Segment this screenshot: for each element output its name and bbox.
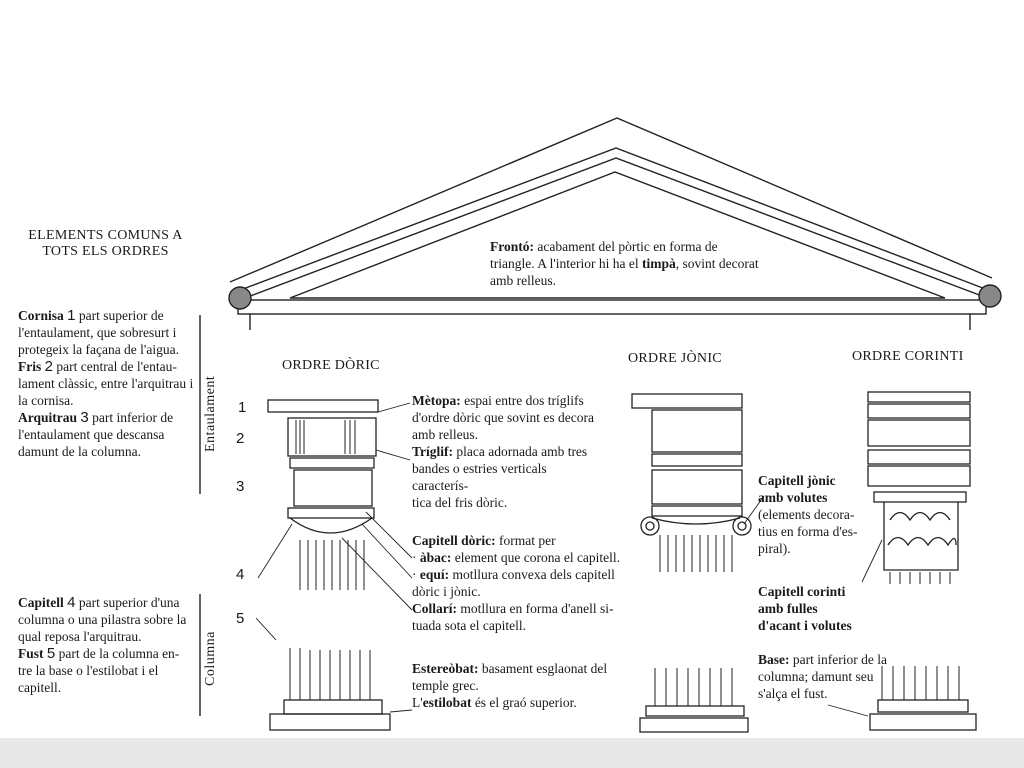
equi-line: motllura convexa dels capitell: [452, 567, 615, 582]
fust-line: tre la base o l'estilobat i el capitell.: [18, 663, 159, 695]
estereobat-line: basament esglaonat del: [481, 661, 608, 676]
base-line: columna; damunt seu: [758, 669, 874, 684]
triglif-line: bandes o estries verticals caracterís-: [412, 461, 547, 493]
capitell-ionic-line: tius en forma d'es-: [758, 524, 858, 539]
capitell-corinti-term: d'acant i volutes: [758, 618, 852, 633]
left-heading-line2: TOTS ELS ORDRES: [42, 244, 169, 259]
columna-label: Columna: [203, 631, 218, 686]
estilobat-line: és el graó superior.: [474, 695, 577, 710]
gargoyle-left: [228, 286, 252, 310]
estilobat-pre: L': [412, 695, 423, 710]
timpa-term: timpà: [642, 256, 676, 271]
title-ionic: ORDRE JÒNIC: [628, 351, 722, 366]
fronto-desc: Frontó: acabament del pòrtic en forma de…: [490, 238, 760, 289]
fris-num: 2: [44, 358, 53, 375]
fronto-line: acabament del pòrtic en forma de: [537, 239, 718, 254]
arquitrau-num: 3: [80, 409, 89, 426]
metopa-desc: Mètopa: espai entre dos tríglifs d'ordre…: [412, 392, 602, 511]
fronto-term: Frontó:: [490, 239, 534, 254]
estereobat-term: Estereòbat:: [412, 661, 479, 676]
cornisa-line: l'entaulament, que sobresurt i: [18, 325, 177, 340]
collari-term: Collarí:: [412, 601, 457, 616]
fronto-line: , sovint decorat: [675, 256, 759, 271]
metopa-line: espai entre dos tríglifs: [464, 393, 584, 408]
capitell-corinti-term: Capitell corinti: [758, 584, 846, 599]
fris-line: part central de l'entau-: [56, 359, 177, 374]
pediment-outer: [229, 117, 993, 283]
fris-line: la cornisa.: [18, 393, 74, 408]
capitell-term: Capitell: [18, 595, 64, 610]
fust-term: Fust: [18, 646, 44, 661]
bottom-shadow: [0, 738, 1024, 768]
metopa-term: Mètopa:: [412, 393, 461, 408]
part-number-5: 5: [236, 610, 245, 627]
fronto-line: triangle. A l'interior hi ha el: [490, 256, 643, 271]
equi-line: dòric i jònic.: [412, 584, 481, 599]
base-line: s'alça el fust.: [758, 686, 828, 701]
fronto-line: amb relleus.: [490, 273, 556, 288]
left-heading: ELEMENTS COMUNS A TOTS ELS ORDRES: [18, 228, 193, 260]
arquitrau-line: l'entaulament que descansa: [18, 427, 165, 442]
cornisa-line: protegeix la façana de l'aigua.: [18, 342, 179, 357]
estereobat-line: temple grec.: [412, 678, 479, 693]
cornisa-desc: Cornisa 1 part superior de l'entaulament…: [18, 307, 196, 460]
doric-order: [255, 399, 413, 731]
fris-line: lament clàssic, entre l'arquitrau i: [18, 376, 194, 391]
part-number-2: 2: [236, 430, 245, 447]
arquitrau-line: damunt de la columna.: [18, 444, 141, 459]
collari-line: motllura en forma d'anell si-: [460, 601, 614, 616]
capitell-doric-term: Capitell dòric:: [412, 533, 496, 548]
gargoyle-right: [978, 284, 1002, 308]
estilobat-term: estilobat: [422, 695, 472, 710]
capitell-ionic-term: Capitell jònic: [758, 473, 836, 488]
capitell-corinti-desc: Capitell corinti amb fulles d'acant i vo…: [758, 583, 878, 634]
abac-line: element que corona el capitell.: [454, 550, 621, 565]
abac-term: àbac:: [419, 550, 452, 565]
part-number-3: 3: [236, 478, 245, 495]
left-heading-line1: ELEMENTS COMUNS A: [28, 228, 183, 243]
triglif-line: tica del fris dòric.: [412, 495, 508, 510]
corinthian-order: [827, 391, 977, 731]
arquitrau-line: part inferior de: [92, 410, 174, 425]
capitell-line: columna o una pilastra sobre la: [18, 612, 187, 627]
capitell-doric-line: format per: [499, 533, 556, 548]
cornisa-line: part superior de: [78, 308, 164, 323]
capitell-num: 4: [67, 594, 76, 611]
fust-line: part de la columna en-: [58, 646, 180, 661]
capitell-ionic-desc: Capitell jònic amb volutes (elements dec…: [758, 472, 868, 557]
capitell-doric-desc: Capitell dòric: format per · àbac: eleme…: [412, 532, 627, 634]
estereobat-desc: Estereòbat: basament esglaonat del templ…: [412, 660, 622, 711]
arquitrau-term: Arquitrau: [18, 410, 78, 425]
capitell-ionic-line: piral).: [758, 541, 791, 556]
triglif-term: Tríglif:: [412, 444, 453, 459]
capitell-desc: Capitell 4 part superior d'una columna o…: [18, 594, 198, 696]
base-desc: Base: part inferior de la columna; damun…: [758, 651, 888, 702]
triglif-line: placa adornada amb tres: [456, 444, 588, 459]
cornisa-term: Cornisa: [18, 308, 64, 323]
base-term: Base:: [758, 652, 790, 667]
fust-num: 5: [46, 645, 56, 662]
capitell-line: qual reposa l'arquitrau.: [18, 629, 142, 644]
capitell-corinti-term: amb fulles: [758, 601, 818, 616]
capitell-ionic-term: amb volutes: [758, 490, 828, 505]
equi-term: equí:: [419, 567, 450, 582]
collari-line: tuada sota el capitell.: [412, 618, 526, 633]
ionic-order: [631, 393, 765, 733]
metopa-line: d'ordre dòric que sovint es decora: [412, 410, 594, 425]
metopa-line: amb relleus.: [412, 427, 478, 442]
title-corinthian: ORDRE CORINTI: [852, 349, 964, 364]
title-doric: ORDRE DÒRIC: [282, 358, 380, 373]
fris-term: Fris: [18, 359, 42, 374]
cornisa-num: 1: [67, 307, 76, 324]
base-line: part inferior de la: [792, 652, 887, 667]
pediment-base: [237, 299, 987, 315]
tympanum: [289, 171, 946, 299]
part-number-1: 1: [238, 399, 247, 416]
capitell-ionic-line: (elements decora-: [758, 507, 855, 522]
capitell-line: part superior d'una: [78, 595, 180, 610]
entaulament-label: Entaulament: [203, 375, 218, 452]
part-number-4: 4: [236, 566, 245, 583]
